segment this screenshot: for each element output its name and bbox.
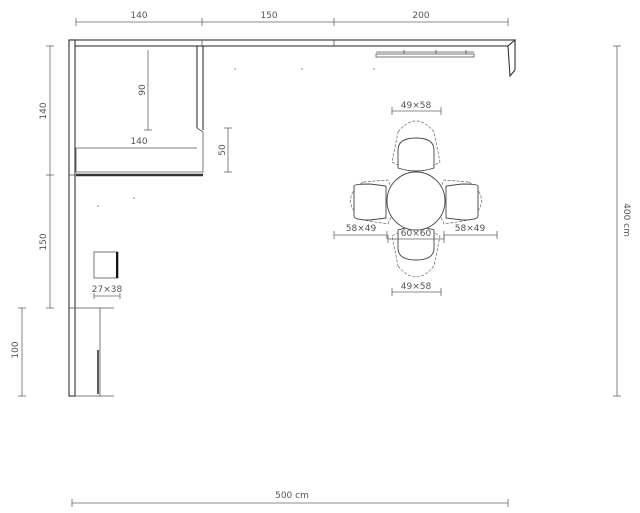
chair-right: [438, 179, 482, 225]
left-wall: [68, 39, 76, 397]
right-dimension: 400 cm: [613, 45, 631, 397]
dimension-inner-90: 90: [138, 84, 148, 96]
dimension-bottom-500: 500 cm: [275, 491, 309, 501]
left-dimension-chain: 140 150 100: [11, 45, 54, 397]
dimension-left-150: 150: [39, 233, 49, 250]
dining-set: 49×58 58×49 58×49 60×60: [333, 101, 498, 296]
dimension-left-100: 100: [11, 341, 21, 358]
dimension-cabinet: 27×38: [92, 285, 123, 295]
dimension-top-140: 140: [130, 11, 147, 21]
dimension-top-150: 150: [260, 11, 277, 21]
dimension-left-140: 140: [39, 102, 49, 119]
dimension-inner-50: 50: [218, 144, 228, 156]
chair-right-size: 58×49: [455, 224, 486, 234]
table-size: 60×60: [401, 229, 432, 239]
dimension-right-400: 400 cm: [621, 203, 631, 237]
round-table: [386, 171, 446, 231]
right-wall-stub: [507, 38, 516, 78]
chair-top: [391, 120, 441, 172]
top-wall: [68, 39, 516, 47]
chair-bottom-size: 49×58: [401, 282, 432, 292]
dimension-top-200: 200: [412, 11, 429, 21]
chair-left-size: 58×49: [346, 224, 377, 234]
lower-left-fixtures: 27×38: [75, 251, 123, 397]
chair-top-size: 49×58: [401, 101, 432, 111]
bottom-dimension: 500 cm: [71, 491, 509, 507]
top-dimension-chain: 140 150 200: [75, 11, 509, 26]
dimension-inner-140: 140: [130, 137, 147, 147]
inner-dimensions: 90 140 50: [130, 50, 232, 173]
walls: [68, 38, 516, 397]
